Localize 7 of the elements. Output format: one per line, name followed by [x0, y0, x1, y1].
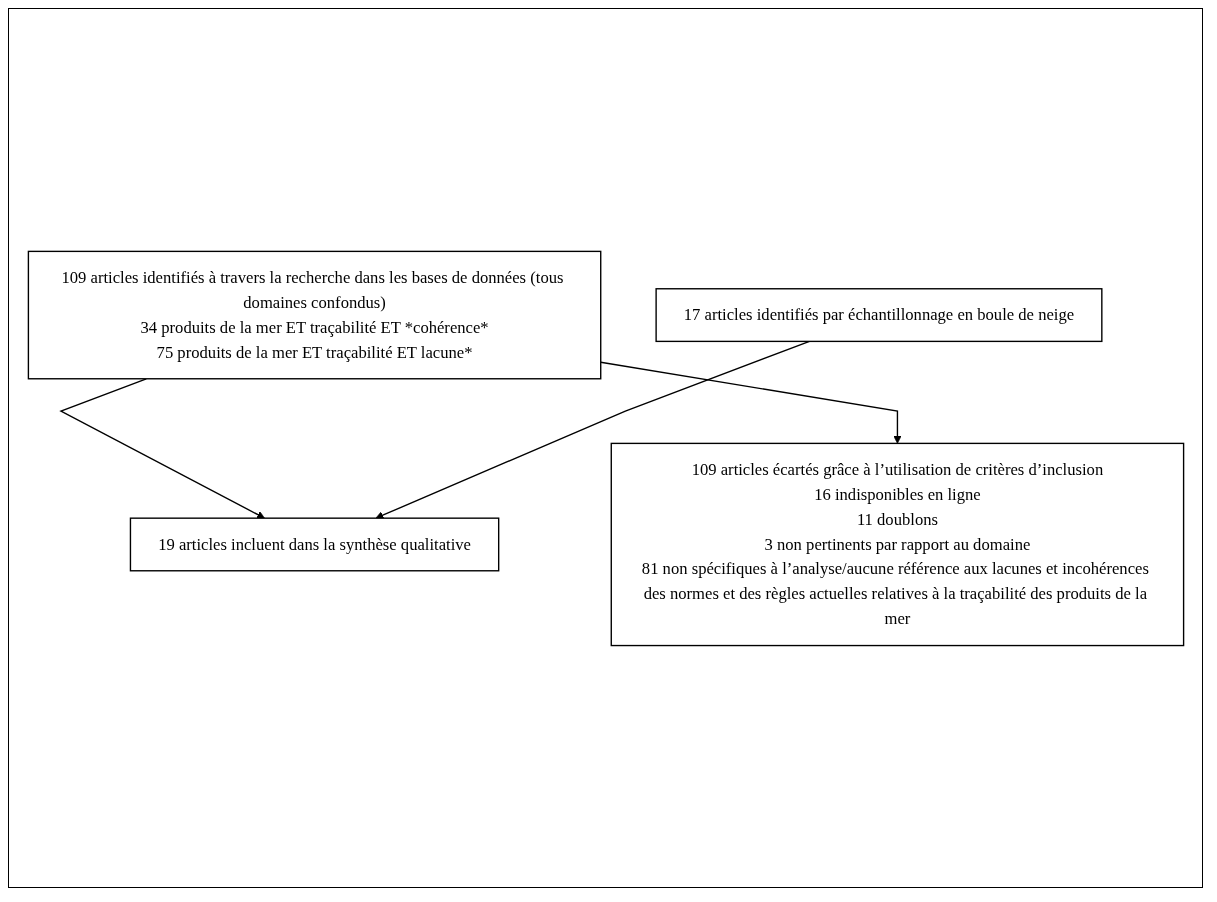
- node-box: [610, 442, 1184, 646]
- arrow: [375, 340, 810, 519]
- node-box: [27, 250, 601, 379]
- node-box: [129, 517, 499, 571]
- node-box: [654, 287, 1102, 342]
- diagram-frame: 109 articles identifiés à travers la recherche dans les bases de données (tous domaines confondus) 34 produits de la mer ET traçabilité ET *cohérence* 75 produits de la mer ET traçabilité ET lacune* 17 articles identifiés par échantillonnage en boule de neige 109 articles écartés grâce à l’utilisation de critères d’inclusion 16 indisponibles en ligne 11 doublons 3 non pertinents par rapport au domaine 81 non spécifiques à l’analyse/aucune référence aux lacunes et incohérences des normes et des règles actuelles relatives à la traçabilité des produits de la mer 19 articles incluent dans la synthèse qualitative: [8, 8, 1203, 888]
- arrow: [58, 377, 265, 519]
